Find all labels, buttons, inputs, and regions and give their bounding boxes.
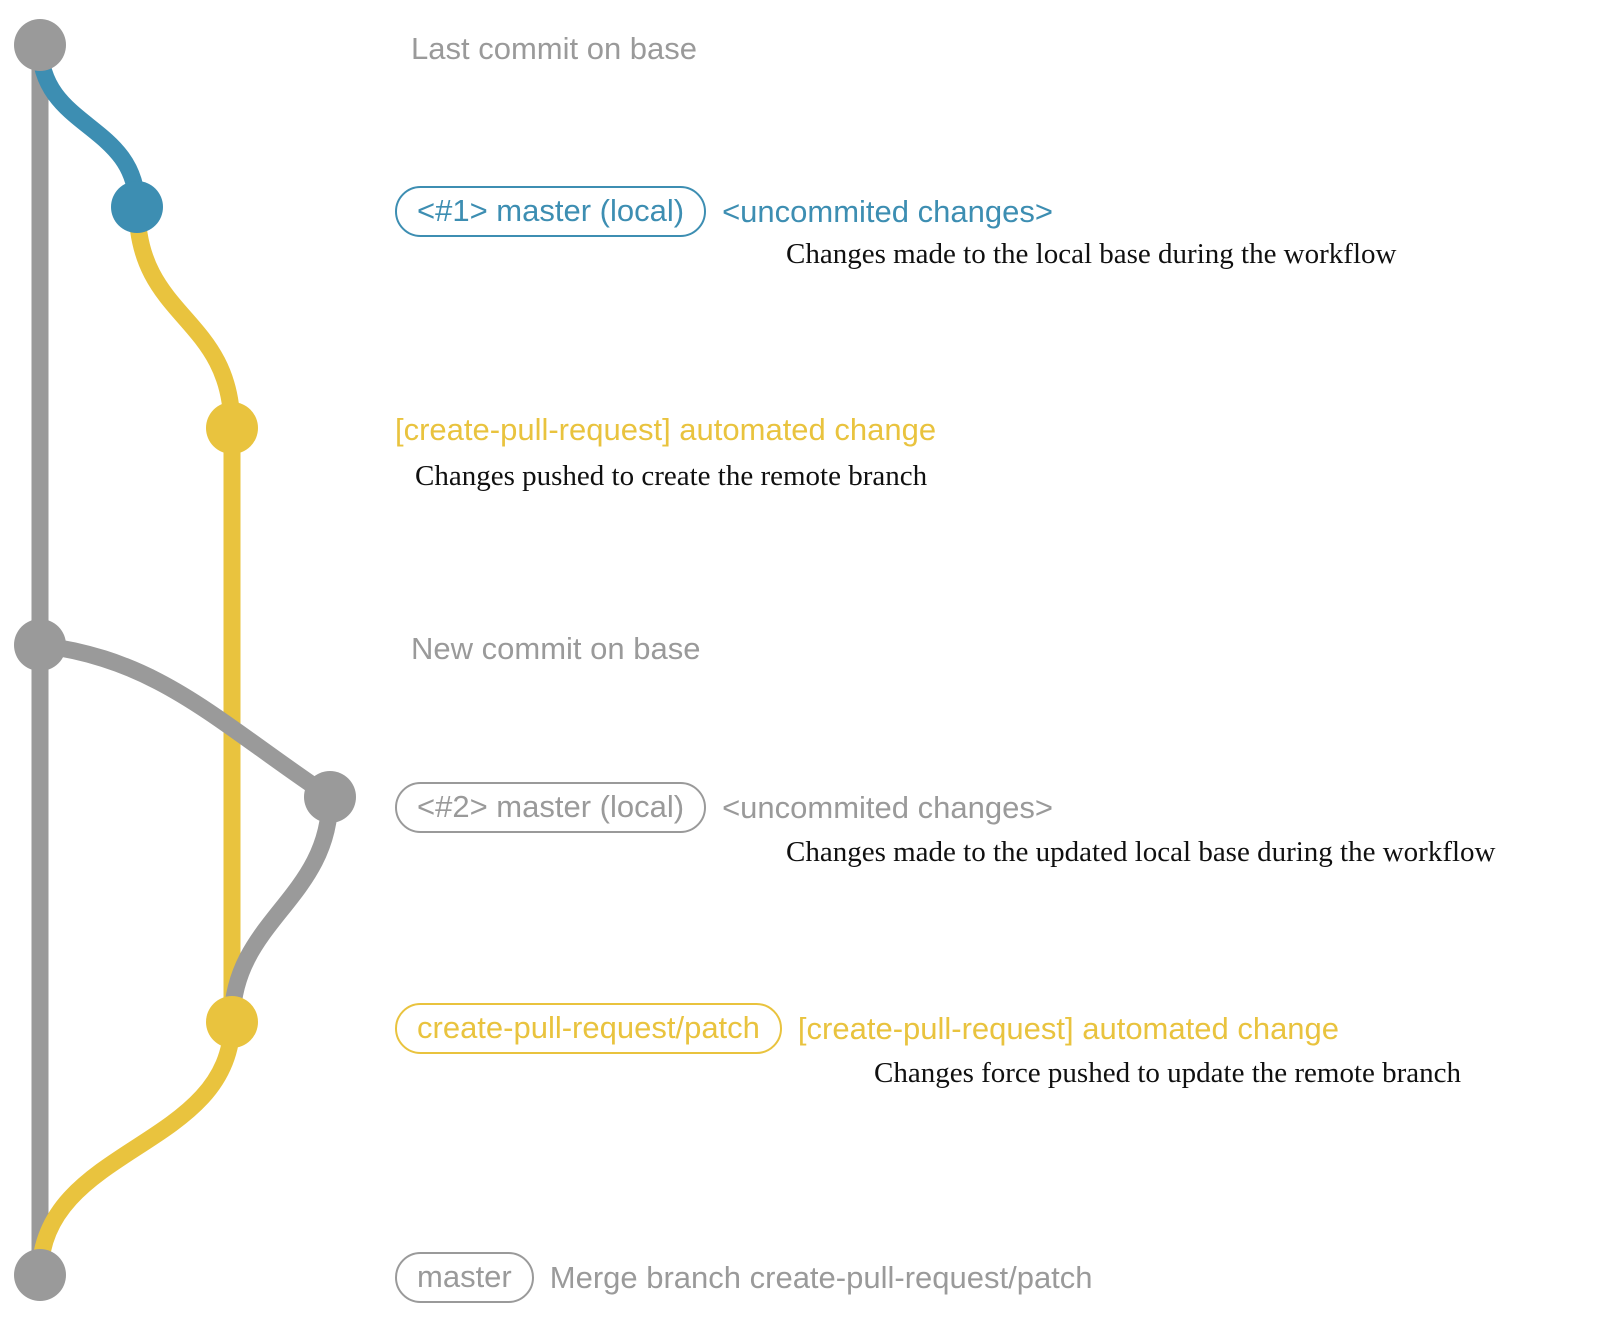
row-new-commit-headline: New commit on base (395, 633, 700, 664)
row-patch-2-title: [create-pull-request] automated change (797, 1011, 1340, 1046)
row-local-2-title: <uncommited changes> (722, 790, 1053, 825)
commit-node-local-2 (304, 771, 356, 823)
commit-node-base-merge (14, 1249, 66, 1301)
edge-local-2-to-patch-2 (223, 788, 339, 1031)
row-last-commit-title: Last commit on base (411, 31, 698, 66)
commit-node-base-new (14, 619, 66, 671)
row-patch-2: create-pull-request/patch [create-pull-r… (395, 1003, 1339, 1054)
row-patch-2-caption: Changes force pushed to update the remot… (874, 1057, 1462, 1089)
commit-node-patch-1 (206, 402, 258, 454)
row-local-2: <#2> master (local) <uncommited changes> (395, 782, 1053, 833)
row-merge-title: Merge branch create-pull-request/patch (549, 1260, 1093, 1295)
edge-base-to-local-1 (31, 36, 146, 216)
branch-badge-patch-2[interactable]: create-pull-request/patch (395, 1003, 782, 1054)
row-patch-1: [create-pull-request] automated change (395, 414, 936, 445)
edge-base-new-to-local-2 (31, 636, 339, 806)
branch-badge-local-2[interactable]: <#2> master (local) (395, 782, 707, 833)
edge-local-1-to-patch-1 (128, 198, 241, 437)
branch-badge-master[interactable]: master (395, 1252, 534, 1303)
row-local-1: <#1> master (local) <uncommited changes> (395, 186, 1053, 237)
row-local-2-headline: <#2> master (local) <uncommited changes> (395, 782, 1053, 833)
row-last-commit: Last commit on base (395, 33, 697, 64)
row-new-commit-title: New commit on base (411, 631, 701, 666)
row-merge-headline: master Merge branch create-pull-request/… (395, 1252, 1093, 1303)
edge-patch-2-to-base-merge (31, 1013, 241, 1284)
commit-node-base-last (14, 19, 66, 71)
commit-node-local-1 (111, 181, 163, 233)
row-patch-1-headline: [create-pull-request] automated change (395, 414, 936, 445)
branch-badge-local-1[interactable]: <#1> master (local) (395, 186, 707, 237)
row-patch-2-headline: create-pull-request/patch [create-pull-r… (395, 1003, 1339, 1054)
row-merge: master Merge branch create-pull-request/… (395, 1252, 1093, 1303)
row-local-1-caption: Changes made to the local base during th… (786, 238, 1397, 270)
row-new-commit: New commit on base (395, 633, 700, 664)
commit-node-patch-2 (206, 996, 258, 1048)
row-local-2-caption: Changes made to the updated local base d… (786, 836, 1496, 868)
row-local-1-headline: <#1> master (local) <uncommited changes> (395, 186, 1053, 237)
row-patch-1-caption: Changes pushed to create the remote bran… (415, 460, 928, 492)
graph-nodes (14, 19, 356, 1301)
row-local-1-title: <uncommited changes> (722, 194, 1053, 229)
row-patch-1-title: [create-pull-request] automated change (395, 412, 937, 447)
row-last-commit-headline: Last commit on base (395, 33, 697, 64)
